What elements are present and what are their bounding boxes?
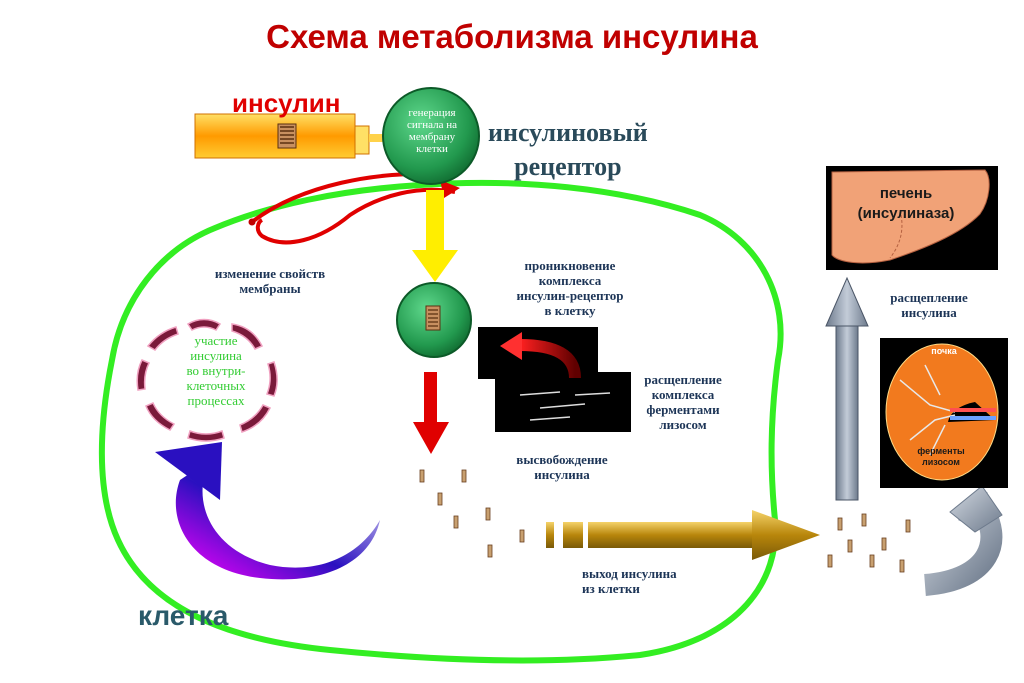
release-label: высвобождение инсулина [516,452,608,482]
yellow-down-arrow [412,190,458,282]
insulin-split-label: расщепление инсулина [890,290,968,320]
complex-split-label: расщепление комплекса ферментами лизосом [644,372,722,432]
receptor-label: инсулиновый рецептор [488,118,648,181]
receptor-circle-top [382,87,480,185]
kidney-icon [885,343,999,481]
grey-up-arrow [825,276,869,501]
exit-label: выход инсулина из клетки [582,566,677,596]
cell-membrane [98,179,784,664]
insulin-molecule-icon [277,123,297,149]
exit-arrow [546,510,820,560]
intracellular-ring [136,318,278,442]
kidney-label: почка [931,346,957,356]
insulin-label: инсулин [232,88,341,118]
released-insulin-particles [419,469,525,558]
participation-label: участие инсулина во внутри- клеточных пр… [186,333,246,408]
receptor-signal-text: генерация сигнала на мембрану клетки [406,107,458,155]
red-down-arrow [413,372,449,454]
insulin-complex-icon [425,305,441,331]
liver-icon [831,169,990,264]
liver-label: печень (инсулиназа) [857,185,955,222]
membrane-change-label: изменение свойств мембраны [214,266,326,296]
penetration-label: проникновение комплекса инсулин-рецептор… [516,258,624,318]
insulin-bar [194,113,356,159]
purple-swoosh-arrow [155,442,380,580]
kidney-enzymes-label: ферменты лизосом [917,446,965,467]
lysosome-box-2 [495,372,631,432]
signal-arrow [250,172,441,224]
red-curved-arrow [519,339,581,379]
diagram-title: Схема метаболизма инсулина [266,18,758,55]
cell-label: клетка [138,600,229,631]
outside-insulin-particles [827,513,911,573]
